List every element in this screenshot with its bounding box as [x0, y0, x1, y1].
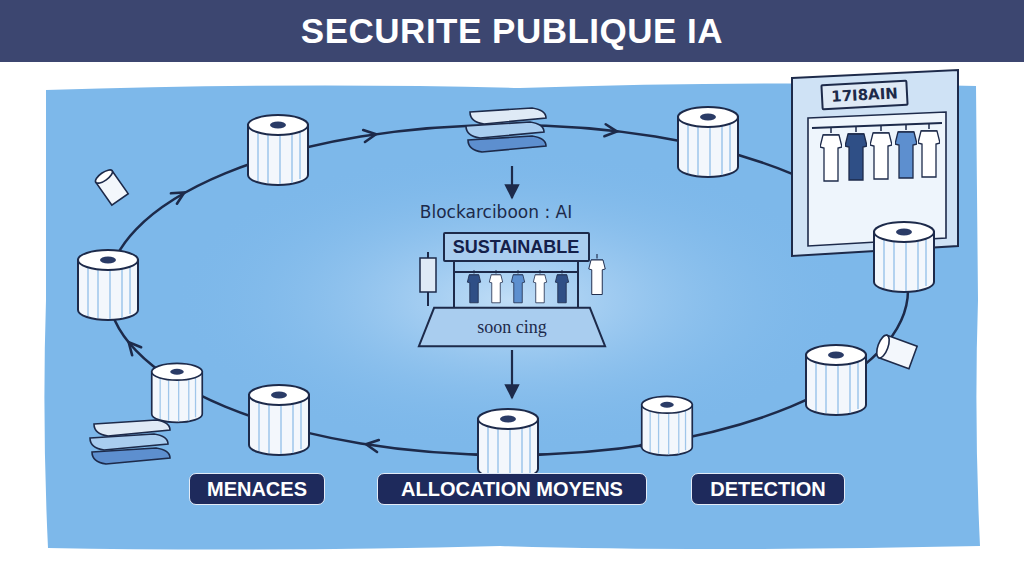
shirt: [820, 127, 842, 181]
paper-roll: [874, 222, 934, 292]
paper-roll: [78, 250, 138, 320]
chevron: [365, 438, 379, 452]
shirt: [467, 270, 480, 303]
shirt: [555, 270, 568, 303]
trapezoid-shape: [419, 308, 605, 346]
flag: [420, 258, 436, 292]
roll-top: [93, 168, 114, 186]
loop-chevrons: [124, 124, 893, 452]
chevron: [363, 128, 377, 142]
small-roll: [93, 168, 128, 206]
small-roll: [874, 334, 917, 369]
node-text: 17I8AIN: [830, 84, 897, 105]
booth-rack: [454, 262, 578, 308]
shirt: [870, 125, 892, 179]
arrow: [511, 350, 513, 398]
title-band: SECURITE PUBLIQUE IA: [0, 0, 1024, 62]
chevron: [604, 124, 617, 137]
paper-roll: [806, 345, 866, 415]
paper-roll: [478, 409, 538, 479]
store-sign: 17I8AIN: [820, 80, 908, 111]
paper-roll: [678, 107, 738, 177]
shirt: [895, 124, 917, 178]
category-pill: MENACES: [189, 473, 325, 505]
paper-roll: [248, 115, 308, 185]
rolls: [78, 107, 934, 479]
shirt: [511, 270, 524, 303]
node-text: SUSTAINABLE: [453, 237, 580, 258]
caption-label: Blockarciboon : AI: [420, 202, 572, 222]
chevron: [171, 187, 187, 203]
paper-roll: [152, 363, 203, 422]
paper-roll: [642, 396, 693, 455]
shirt: [533, 270, 546, 303]
booth-sign: SUSTAINABLE: [443, 232, 590, 262]
node-text: ALLOCATION MOYENS: [401, 478, 623, 501]
category-pill: DETECTION: [691, 473, 845, 505]
shirt: [489, 270, 502, 303]
shirt: [918, 123, 940, 177]
folded-cloth: [90, 420, 170, 464]
chevron: [124, 338, 141, 355]
shirt: [845, 126, 867, 180]
arrow: [511, 166, 513, 198]
category-pill: ALLOCATION MOYENS: [377, 473, 647, 505]
blue-ground: [44, 83, 980, 549]
paper-roll: [249, 385, 309, 455]
roll-top: [874, 334, 892, 360]
loop-line: [108, 125, 908, 455]
folded-cloth: [466, 108, 546, 152]
diagram-title: SECURITE PUBLIQUE IA: [301, 11, 723, 51]
shirt: [589, 254, 606, 295]
node-text: soon cing: [477, 317, 547, 338]
node-text: DETECTION: [710, 478, 826, 501]
node-text: MENACES: [207, 478, 307, 501]
booth-base: soon cing: [417, 307, 607, 347]
